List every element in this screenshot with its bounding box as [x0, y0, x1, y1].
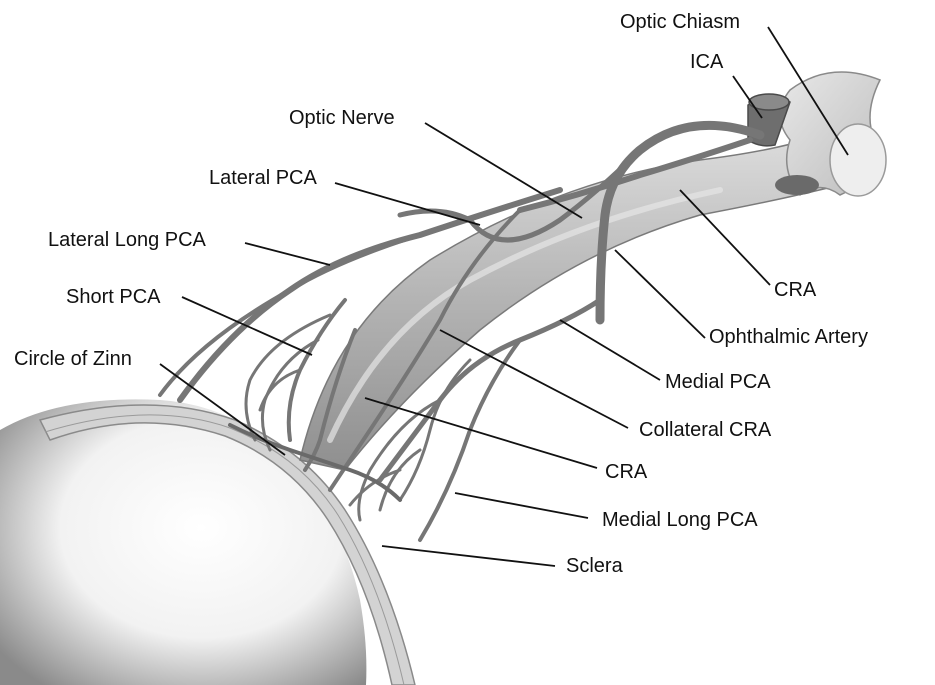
- label-circle-of-zinn: Circle of Zinn: [14, 348, 132, 370]
- label-short-pca: Short PCA: [66, 286, 160, 308]
- label-medial-pca: Medial PCA: [665, 371, 771, 393]
- label-cra-bottom: CRA: [605, 461, 647, 483]
- label-sclera: Sclera: [566, 555, 623, 577]
- label-ophthalmic-artery: Ophthalmic Artery: [709, 326, 868, 348]
- label-optic-nerve: Optic Nerve: [289, 107, 395, 129]
- label-ica: ICA: [690, 51, 723, 73]
- label-lateral-long-pca: Lateral Long PCA: [48, 229, 206, 251]
- label-cra-top: CRA: [774, 279, 816, 301]
- label-lateral-pca: Lateral PCA: [209, 167, 317, 189]
- label-collateral-cra: Collateral CRA: [639, 419, 771, 441]
- label-optic-chiasm: Optic Chiasm: [620, 11, 740, 33]
- label-medial-long-pca: Medial Long PCA: [602, 509, 758, 531]
